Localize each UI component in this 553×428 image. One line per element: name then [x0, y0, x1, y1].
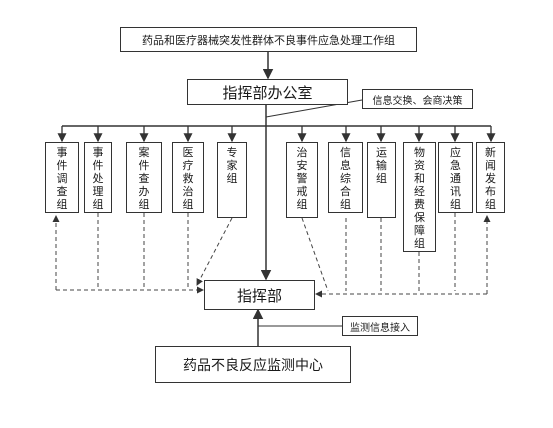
monitor-note: 监测信息接入 [342, 316, 418, 336]
group-information: 信息综合组 [328, 142, 363, 213]
group-case-investigation: 案件查办组 [126, 142, 162, 213]
monitor-note-label: 监测信息接入 [350, 322, 410, 334]
group-medical-treatment: 医疗救治组 [172, 142, 204, 213]
command-label: 指挥部 [236, 286, 282, 305]
group-public-security: 治安警戒组 [286, 142, 318, 218]
group-supplies-funding: 物资和经费保障组 [403, 142, 436, 252]
group-transport: 运输组 [367, 142, 396, 218]
top-group-label: 药品和医疗器械突发性群体不良事件应急处理工作组 [142, 33, 395, 47]
group-news-release: 新闻发布组 [476, 142, 505, 213]
group-event-handling: 事件处理组 [84, 142, 112, 213]
office-label: 指挥部办公室 [222, 83, 313, 102]
group-experts: 专家组 [217, 142, 247, 218]
command-box: 指挥部 [204, 280, 315, 310]
top-group-box: 药品和医疗器械突发性群体不良事件应急处理工作组 [120, 27, 417, 52]
office-note: 信息交换、会商决策 [362, 89, 473, 109]
office-note-label: 信息交换、会商决策 [372, 95, 463, 107]
monitor-center-box: 药品不良反应监测中心 [155, 346, 351, 383]
group-event-investigation: 事件调查组 [45, 142, 79, 213]
group-emergency-comms: 应急通讯组 [438, 142, 473, 213]
monitor-center-label: 药品不良反应监测中心 [183, 357, 323, 374]
office-box: 指挥部办公室 [187, 79, 348, 105]
